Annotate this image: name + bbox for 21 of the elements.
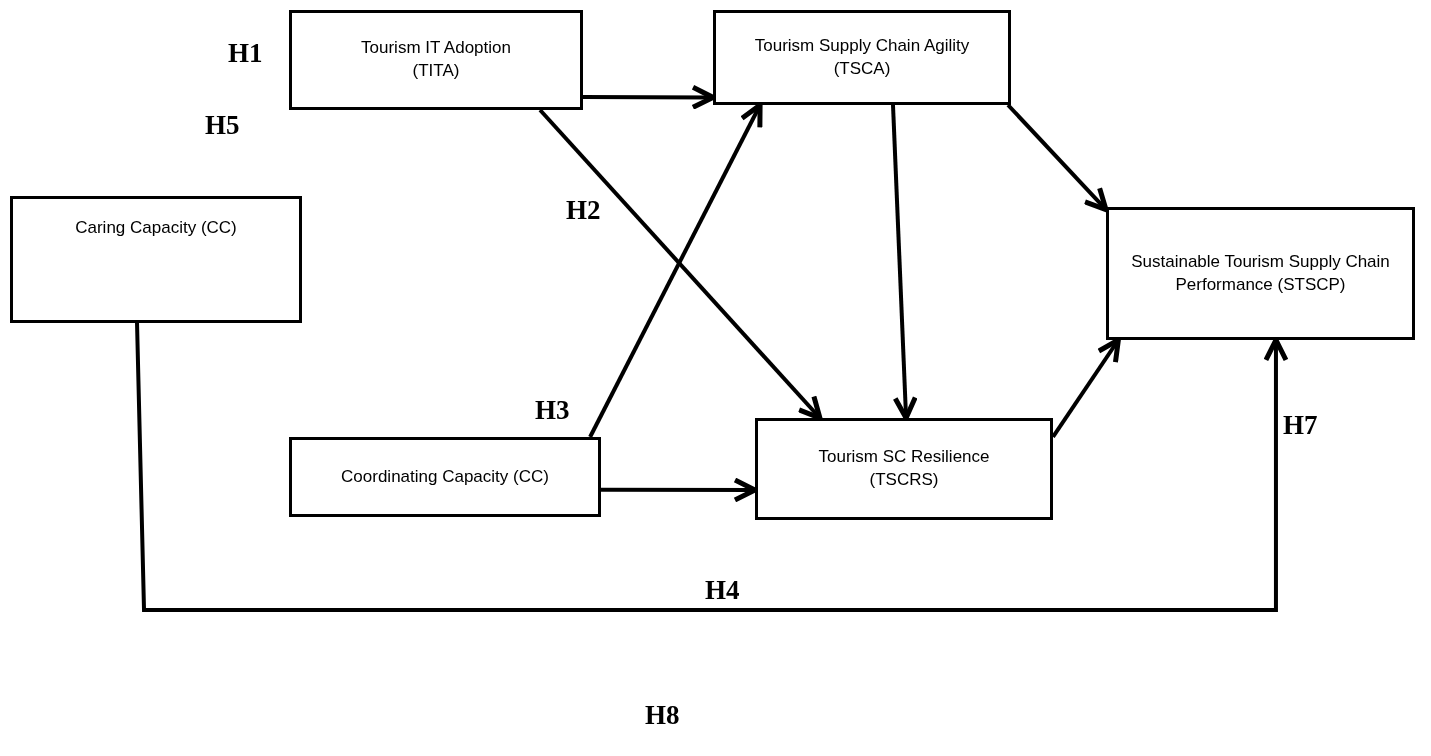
construct-box xyxy=(289,437,601,517)
construct-box xyxy=(10,196,302,323)
construct-name: Sustainable Tourism Supply Chain Performance (STSCP) xyxy=(1130,250,1391,296)
hypothesis-label: H8 xyxy=(645,700,680,731)
hypothesis-label: H1 xyxy=(228,38,263,69)
construct-name: Tourism IT Adoption (TITA) xyxy=(360,37,512,82)
hypothesis-label: H3 xyxy=(535,395,570,426)
hypothesis-label: H2 xyxy=(566,195,601,226)
hypothesis-label: H5 xyxy=(205,110,240,141)
arrow xyxy=(135,322,1289,612)
construct-name: Tourism SC Resilience (TSCRS) xyxy=(817,446,991,491)
hypothesis-label: H7 xyxy=(1283,410,1318,441)
construct-box xyxy=(289,10,583,110)
construct-box xyxy=(1106,207,1415,340)
arrow xyxy=(1006,103,1109,213)
construct-name: Caring Capacity (CC) xyxy=(75,217,237,239)
construct-box xyxy=(755,418,1053,520)
hypothesis-label: H4 xyxy=(705,575,740,606)
construct-box xyxy=(713,10,1011,105)
construct-name: Tourism Supply Chain Agility (TSCA) xyxy=(753,34,971,80)
construct-name: Coordinating Capacity (CC) xyxy=(341,465,549,488)
